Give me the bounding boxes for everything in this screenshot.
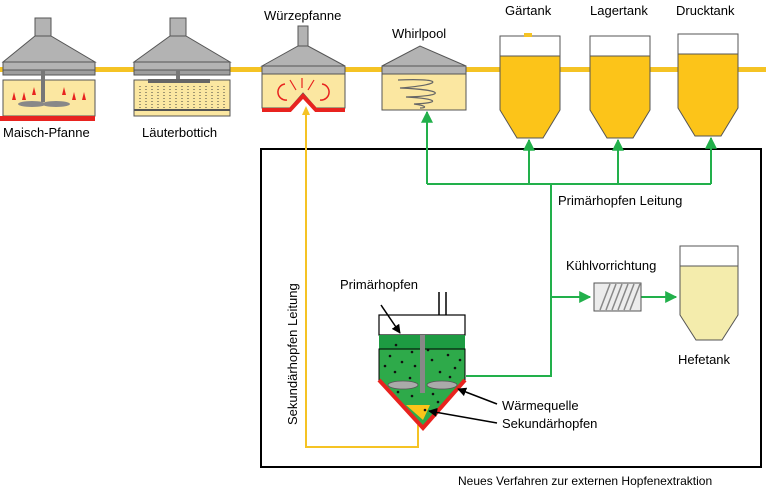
label-drucktank: Drucktank [676,3,735,18]
label-sekundaerhopfen-leitung: Sekundärhopfen Leitung [285,283,300,425]
gaertank-vessel [499,33,561,139]
label-kuehlvorrichtung: Kühlvorrichtung [566,258,656,273]
drucktank-vessel [677,33,739,137]
kuehlvorrichtung [593,282,642,312]
laeuterbottich-vessel [132,17,232,117]
label-primaerhopfen: Primärhopfen [340,277,418,292]
lagertank-vessel [589,35,651,139]
caption-new-process: Neues Verfahren zur externen Hopfenextra… [458,474,712,488]
arrow-sekundaerhopfen [428,407,498,424]
label-maisch-pfanne: Maisch-Pfanne [3,125,90,140]
whirlpool-vessel [381,45,467,111]
label-whirlpool: Whirlpool [392,26,446,41]
label-waermequelle: Wärmequelle [502,398,579,413]
label-wuerzepfanne: Würzepfanne [264,8,341,23]
label-hefetank: Hefetank [678,352,731,367]
extraction-vessel [377,292,467,431]
label-sekundaerhopfen: Sekundärhopfen [502,416,597,431]
primaerhopfen-leitung [421,110,717,377]
hefetank-vessel [679,245,739,341]
wuerzepfanne-vessel [260,25,346,112]
label-lagertank: Lagertank [590,3,648,18]
label-gaertank: Gärtank [505,3,552,18]
arrow-primaerhopfen [380,304,401,334]
label-primaerhopfen-leitung: Primärhopfen Leitung [558,193,682,208]
label-laeuterbottich: Läuterbottich [142,125,217,140]
maisch-pfanne-vessel [0,17,97,121]
new-process-frame [260,148,762,468]
sekundaerhopfen-leitung [305,112,419,448]
arrow-waermequelle [457,387,498,405]
